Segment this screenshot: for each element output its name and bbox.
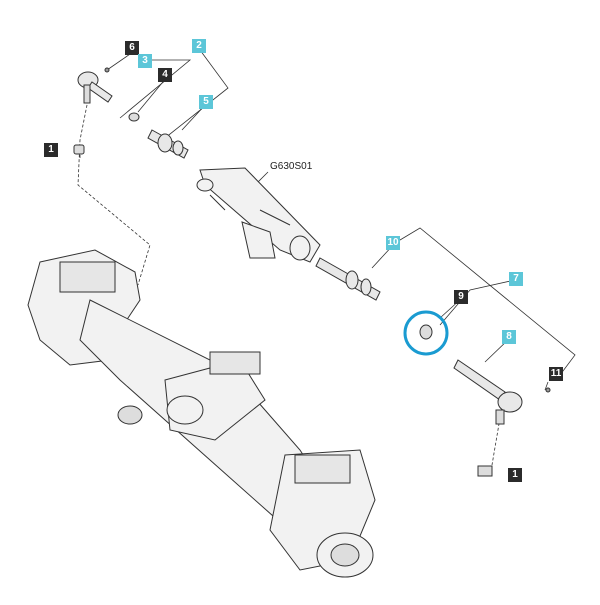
leader-line — [544, 381, 549, 391]
leader-line — [164, 49, 229, 139]
callout-8[interactable]: 8 — [502, 330, 516, 344]
highlight-circle — [403, 310, 449, 356]
axle-housing — [27, 249, 376, 578]
inner-tie-rod — [147, 129, 189, 159]
nut-9 — [403, 310, 449, 356]
callout-3[interactable]: 3 — [138, 54, 152, 68]
callout-4[interactable]: 4 — [158, 68, 172, 82]
bushing-part-bottom — [477, 465, 493, 477]
callout-11[interactable]: 11 — [549, 367, 563, 381]
callout-7[interactable]: 7 — [509, 272, 523, 286]
leader-line — [439, 279, 516, 326]
callout-1-top[interactable]: 1 — [44, 143, 58, 157]
leader-line — [137, 76, 168, 113]
leader-line — [119, 59, 192, 119]
bushing-part — [73, 144, 85, 155]
tie-rod-end-top — [77, 67, 113, 104]
callout-1-bottom[interactable]: 1 — [508, 468, 522, 482]
callout-6[interactable]: 6 — [125, 41, 139, 55]
leader-line — [106, 51, 134, 71]
callout-2[interactable]: 2 — [192, 39, 206, 53]
callout-9[interactable]: 9 — [454, 290, 468, 304]
nut-part — [128, 112, 140, 122]
dashed-leader — [491, 417, 501, 466]
callout-5[interactable]: 5 — [199, 95, 213, 109]
leader-line — [394, 227, 576, 376]
tie-rod-end-right — [453, 359, 551, 425]
dashed-leader — [77, 99, 151, 286]
steering-cylinder — [196, 167, 321, 263]
tie-rod-assembly — [315, 257, 381, 301]
callout-10[interactable]: 10 — [386, 236, 400, 250]
reference-code-label: G630S01 — [270, 161, 313, 172]
